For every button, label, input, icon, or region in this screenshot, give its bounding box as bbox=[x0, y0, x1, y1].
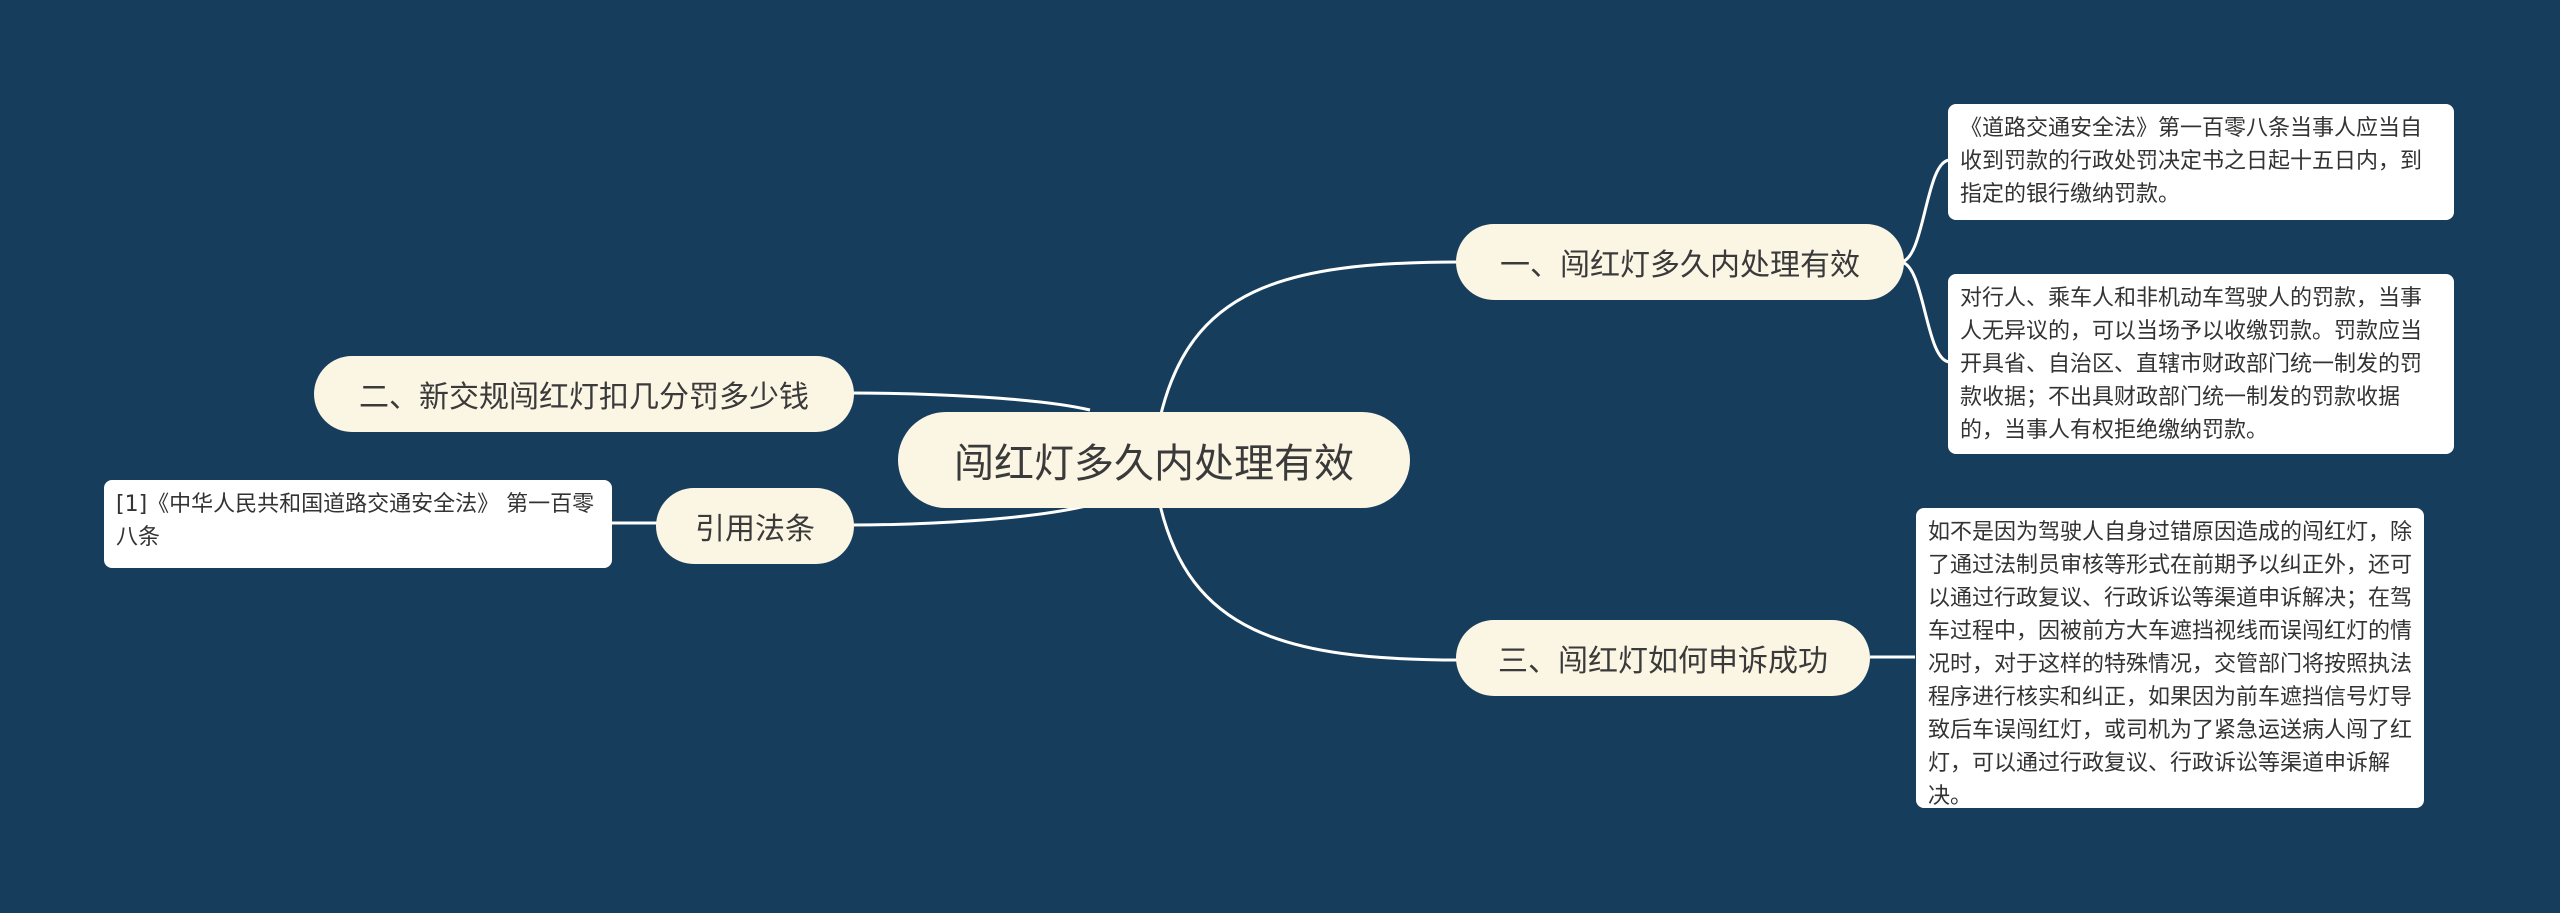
branch-topic-3-label: 三、闯红灯如何申诉成功 bbox=[1498, 644, 1828, 679]
branch-topic-1-label: 一、闯红灯多久内处理有效 bbox=[1500, 248, 1860, 283]
link-center-branch-cite bbox=[849, 503, 1091, 527]
leaf-note-3[interactable]: 如不是因为驾驶人自身过错原因造成的闯红灯，除了通过法制员审核等形式在前期予以纠正… bbox=[1916, 508, 2424, 809]
link-branch-1-leaf-1 bbox=[1899, 158, 1951, 264]
leaf-note-citation[interactable]: [1]《中华人民共和国道路交通安全法》 第一百零八条 bbox=[104, 480, 612, 568]
branch-topic-2-label: 二、新交规闯红灯扣几分罚多少钱 bbox=[359, 380, 809, 415]
branch-topic-1[interactable]: 一、闯红灯多久内处理有效 bbox=[1456, 224, 1904, 300]
branch-topic-citation[interactable]: 引用法条 bbox=[656, 488, 854, 564]
leaf-note-2[interactable]: 对行人、乘车人和非机动车驾驶人的罚款，当事人无异议的，可以当场予以收缴罚款。罚款… bbox=[1948, 274, 2454, 454]
leaf-note-1[interactable]: 《道路交通安全法》第一百零八条当事人应当自收到罚款的行政处罚决定书之日起十五日内… bbox=[1948, 104, 2454, 220]
link-center-branch-2 bbox=[849, 391, 1091, 412]
center-topic[interactable]: 闯红灯多久内处理有效 bbox=[898, 412, 1410, 508]
link-branch-1-leaf-2 bbox=[1899, 260, 1951, 364]
branch-topic-citation-label: 引用法条 bbox=[695, 512, 815, 547]
branch-topic-2[interactable]: 二、新交规闯红灯扣几分罚多少钱 bbox=[314, 356, 854, 432]
link-center-branch-3 bbox=[1158, 504, 1461, 662]
center-topic-label: 闯红灯多久内处理有效 bbox=[954, 441, 1354, 487]
link-center-branch-1 bbox=[1158, 260, 1461, 419]
branch-topic-3[interactable]: 三、闯红灯如何申诉成功 bbox=[1456, 620, 1870, 696]
